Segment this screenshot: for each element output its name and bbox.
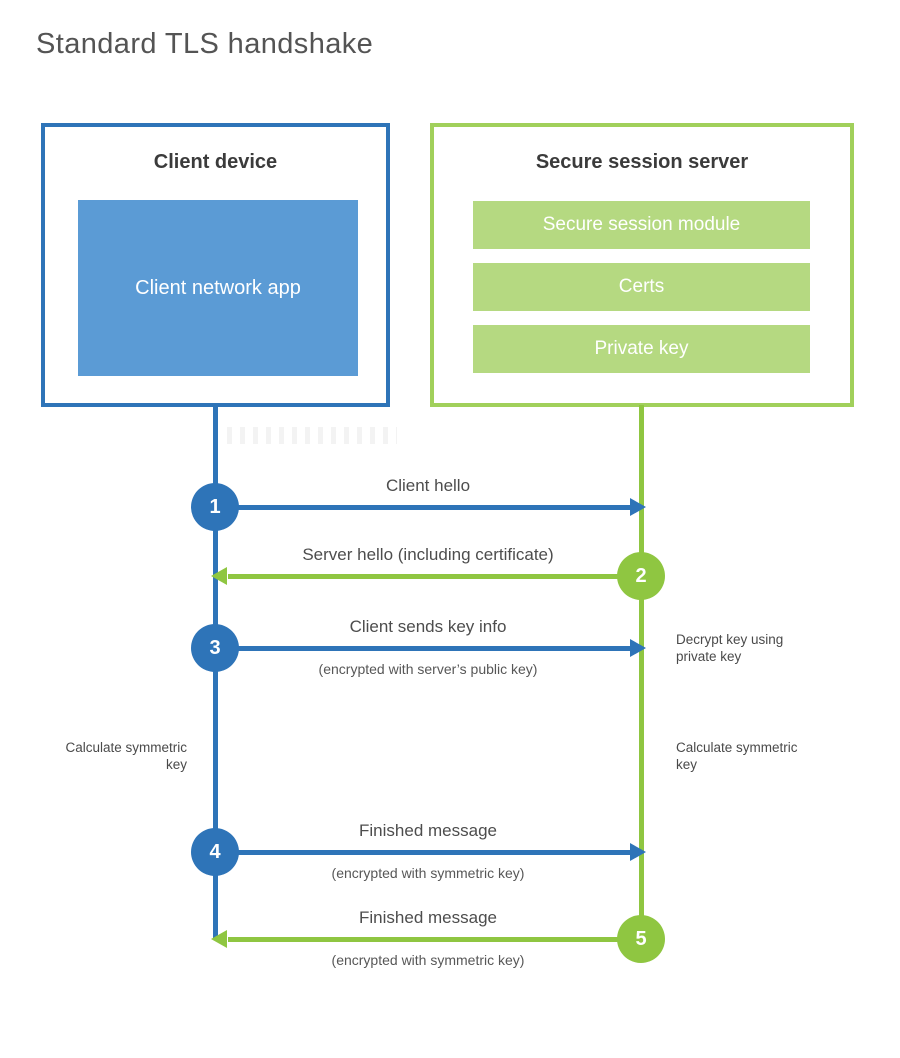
arrow-line <box>228 937 641 942</box>
arrow-line <box>228 574 641 579</box>
arrow-line <box>215 646 632 651</box>
message-label: Finished message <box>359 821 497 840</box>
step-2-badge: 2 <box>617 552 665 600</box>
step-5-badge: 5 <box>617 915 665 963</box>
step-number: 2 <box>635 564 647 587</box>
arrow-line <box>215 505 632 510</box>
message-label: Finished message <box>359 908 497 927</box>
step-3-badge: 3 <box>191 624 239 672</box>
secure-session-server-box: Secure session server Secure session mod… <box>430 123 854 407</box>
secure-session-server-title: Secure session server <box>535 151 749 173</box>
server-module-secure-session-module: Secure session module <box>473 201 810 249</box>
server-lifeline <box>639 405 644 962</box>
diagram-title: Standard TLS handshake <box>36 28 374 60</box>
arrowhead-left-icon <box>211 567 227 585</box>
step-number: 5 <box>635 927 647 950</box>
step-4-badge: 4 <box>191 828 239 876</box>
client-device-box: Client device Client network app <box>41 123 390 407</box>
step-1-badge: 1 <box>191 483 239 531</box>
step-number: 1 <box>209 495 221 518</box>
message-label: Client sends key info <box>349 617 507 636</box>
server-module-certs: Certs <box>473 263 810 311</box>
message-label: Server hello (including certificate) <box>302 545 554 564</box>
note-calculate-symmetric-key-server: Calculate symmetric key <box>676 740 798 773</box>
step-number: 4 <box>209 840 221 863</box>
client-network-app-box: Client network app <box>78 200 358 376</box>
arrowhead-right-icon <box>630 639 646 657</box>
message-sublabel: (encrypted with server’s public key) <box>318 661 538 677</box>
client-device-title: Client device <box>153 151 278 173</box>
note-calculate-symmetric-key-client: Calculate symmetric key <box>65 740 187 773</box>
message-sublabel: (encrypted with symmetric key) <box>331 865 525 881</box>
step-number: 3 <box>209 636 221 659</box>
message-sublabel: (encrypted with symmetric key) <box>331 952 525 968</box>
arrowhead-right-icon <box>630 843 646 861</box>
message-label: Client hello <box>385 476 471 495</box>
server-module-private-key: Private key <box>473 325 810 373</box>
arrowhead-left-icon <box>211 930 227 948</box>
arrow-line <box>215 850 632 855</box>
arrowhead-right-icon <box>630 498 646 516</box>
note-decrypt-key-using-private-key: Decrypt key using private key <box>676 632 784 665</box>
client-network-app-label: Client network app <box>135 276 301 299</box>
watermark-artifact <box>227 427 397 444</box>
